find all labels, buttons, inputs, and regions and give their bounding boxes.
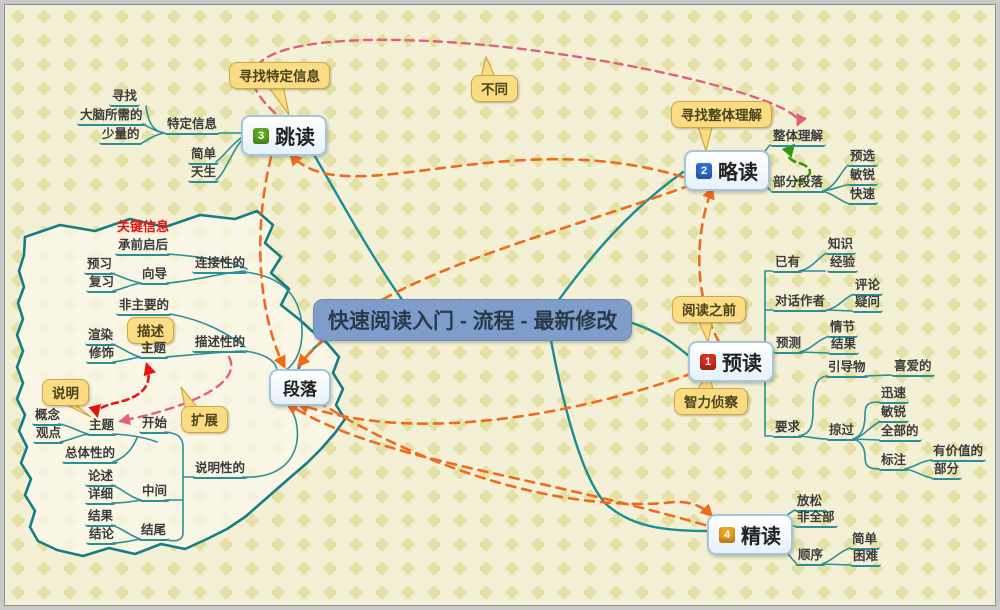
label-lveguo[interactable]: 掠过 xyxy=(826,423,858,441)
central-topic[interactable]: 快速阅读入门 - 流程 - 最新修改 xyxy=(313,299,633,341)
topic-jingdu[interactable]: 4 精读 xyxy=(707,514,793,555)
label-duihuazuozhe[interactable]: 对话作者 xyxy=(772,294,829,312)
label-quanbude[interactable]: 全部的 xyxy=(878,424,922,442)
label-zhengti[interactable]: 整体理解 xyxy=(770,129,827,147)
label-yaoqiu[interactable]: 要求 xyxy=(772,420,804,438)
label-xiushi[interactable]: 修饰 xyxy=(86,346,118,364)
label-yuxuan[interactable]: 预选 xyxy=(847,149,879,167)
callout-find-whole[interactable]: 寻找整体理解 xyxy=(671,101,772,128)
label-teding[interactable]: 特定信息 xyxy=(164,117,221,135)
topic-jingdu-label: 精读 xyxy=(741,526,781,548)
topic-duanluo[interactable]: 段落 xyxy=(269,369,331,406)
priority-1-badge: 1 xyxy=(700,353,716,370)
label-shunxu[interactable]: 顺序 xyxy=(795,548,827,566)
priority-3-badge: 3 xyxy=(253,127,269,144)
label-kunnan[interactable]: 困难 xyxy=(850,549,882,567)
label-miaoshuxingde[interactable]: 描述性的 xyxy=(192,335,249,353)
label-jiewei[interactable]: 结尾 xyxy=(138,523,170,541)
boundary-cloud xyxy=(15,209,347,558)
label-jingyan[interactable]: 经验 xyxy=(827,255,859,273)
label-guandian[interactable]: 观点 xyxy=(33,426,65,444)
label-yiwen[interactable]: 疑问 xyxy=(852,295,884,313)
feedback-arrow xyxy=(781,143,812,183)
label-fangsong[interactable]: 放松 xyxy=(794,494,826,512)
label-xiangdao[interactable]: 向导 xyxy=(139,267,171,285)
label-fuxi[interactable]: 复习 xyxy=(86,275,118,293)
label-xunzhao[interactable]: 寻找 xyxy=(109,89,141,107)
label-jieguo2[interactable]: 结果 xyxy=(85,509,117,527)
emphasis-arrow xyxy=(88,361,157,419)
label-zhuti1[interactable]: 主题 xyxy=(138,341,170,359)
label-xiangxi[interactable]: 详细 xyxy=(85,487,117,505)
label-jielun[interactable]: 结论 xyxy=(86,527,118,545)
label-feiquanbu[interactable]: 非全部 xyxy=(794,510,838,528)
callout-different[interactable]: 不同 xyxy=(471,75,518,102)
label-zhongjian[interactable]: 中间 xyxy=(139,484,171,502)
label-kaishi[interactable]: 开始 xyxy=(139,416,171,434)
topic-yudu[interactable]: 1 预读 xyxy=(688,341,774,382)
label-qingjie[interactable]: 情节 xyxy=(827,320,859,338)
topic-yudu-label: 预读 xyxy=(722,353,762,375)
label-yiyou[interactable]: 已有 xyxy=(772,255,804,273)
label-bufenduanluo[interactable]: 部分段落 xyxy=(770,175,827,193)
label-feizhuyaode[interactable]: 非主要的 xyxy=(116,298,173,316)
callout-describe[interactable]: 描述 xyxy=(127,317,174,344)
callout-explain[interactable]: 说明 xyxy=(42,379,89,406)
label-bufen[interactable]: 部分 xyxy=(931,462,963,480)
label-shaoliang[interactable]: 少量的 xyxy=(99,127,143,145)
topic-luedu[interactable]: 2 略读 xyxy=(684,150,770,191)
label-zhishi[interactable]: 知识 xyxy=(825,237,857,255)
priority-2-badge: 2 xyxy=(696,162,712,179)
label-yuxi[interactable]: 预习 xyxy=(84,257,116,275)
label-kuaisu[interactable]: 快速 xyxy=(847,187,879,205)
label-gainian[interactable]: 概念 xyxy=(32,408,64,426)
callout-intel-scout[interactable]: 智力侦察 xyxy=(674,388,748,415)
label-jiandan[interactable]: 简单 xyxy=(188,147,220,165)
callout-find-specific[interactable]: 寻找特定信息 xyxy=(229,62,330,89)
topic-tiaodu-label: 跳读 xyxy=(275,127,315,149)
callout-expand[interactable]: 扩展 xyxy=(181,406,228,433)
label-lunshu[interactable]: 论述 xyxy=(85,469,117,487)
mindmap-canvas[interactable]: 快速阅读入门 - 流程 - 最新修改 3 跳读 2 略读 1 预读 4 精读 段… xyxy=(4,4,996,606)
topic-duanluo-label: 段落 xyxy=(283,380,317,399)
label-zongtixingde[interactable]: 总体性的 xyxy=(62,446,119,464)
label-jieguo1[interactable]: 结果 xyxy=(828,337,860,355)
label-minrui1[interactable]: 敏锐 xyxy=(847,168,879,186)
label-lianjiexingde[interactable]: 连接性的 xyxy=(192,256,249,274)
callout-before-reading[interactable]: 阅读之前 xyxy=(672,296,746,323)
label-youjiazhide[interactable]: 有价值的 xyxy=(930,444,987,462)
label-minrui2[interactable]: 敏锐 xyxy=(878,405,910,423)
label-jiandan2[interactable]: 简单 xyxy=(849,532,881,550)
label-pinglun[interactable]: 评论 xyxy=(852,278,884,296)
label-xiaide[interactable]: 喜爱的 xyxy=(891,359,935,377)
connector-layer xyxy=(5,5,995,605)
topic-luedu-label: 略读 xyxy=(718,162,758,184)
priority-4-badge: 4 xyxy=(719,526,735,543)
label-biaozhu[interactable]: 标注 xyxy=(878,453,910,471)
label-danao[interactable]: 大脑所需的 xyxy=(77,108,146,126)
label-shuomingxingde[interactable]: 说明性的 xyxy=(192,461,249,479)
topic-tiaodu[interactable]: 3 跳读 xyxy=(241,115,327,156)
label-xunsu[interactable]: 迅速 xyxy=(878,386,910,404)
label-guanjianxinxi[interactable]: 关键信息 xyxy=(117,219,170,234)
label-zhuti2[interactable]: 主题 xyxy=(86,418,118,436)
label-yindaowu[interactable]: 引导物 xyxy=(825,360,869,378)
label-tiansheng[interactable]: 天生 xyxy=(188,165,220,183)
label-yuce[interactable]: 预测 xyxy=(773,336,805,354)
label-chengqianqihou[interactable]: 承前启后 xyxy=(115,238,172,256)
label-xuanran[interactable]: 渲染 xyxy=(85,328,117,346)
